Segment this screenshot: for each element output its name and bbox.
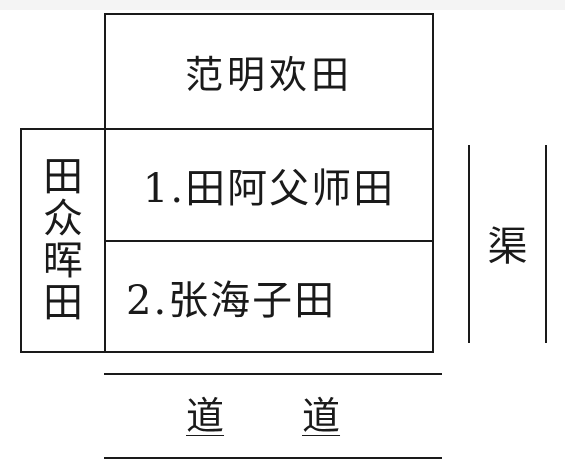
road-label-right: 道: [302, 394, 341, 438]
field-left-char-4: 田: [43, 280, 83, 326]
top-band: [0, 0, 565, 10]
road-bottom-edge: [104, 457, 442, 459]
canal-right-bank: [545, 145, 547, 343]
field-left-char-2: 众: [43, 196, 83, 242]
road-top-edge: [104, 373, 442, 375]
field-left-label: 田 众 晖 田: [22, 128, 104, 352]
field-left-char-1: 田: [43, 154, 83, 200]
field-left-box: [20, 128, 106, 353]
road-label-left: 道: [186, 394, 225, 438]
field-top-label: 范明欢田: [184, 53, 353, 97]
field-row2-label: 2.张海子田: [126, 277, 337, 324]
canal-left-bank: [468, 145, 470, 343]
canal-label: 渠: [487, 224, 528, 270]
field-left-char-3: 晖: [43, 238, 83, 284]
field-row1-label: 1.田阿父师田: [142, 166, 396, 212]
